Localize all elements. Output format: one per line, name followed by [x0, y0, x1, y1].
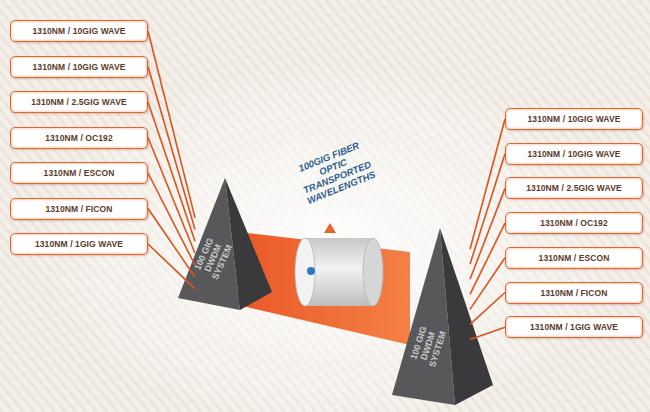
- signal-name: 1310NM / 10GIG WAVE: [528, 149, 621, 159]
- signal-line: [470, 258, 505, 310]
- logo-mark: [307, 267, 315, 275]
- signal-name: 1310NM / 2.5GIG WAVE: [526, 183, 621, 193]
- signal-tag: 1310NM / OC192: [505, 212, 643, 234]
- signal-tag: 1310NM / ESCON: [505, 247, 643, 269]
- signal-name: 1310NM / FICON: [45, 204, 112, 214]
- fiber-caption: 100GIG FIBER OPTIC TRANSPORTED WAVELENGT…: [285, 135, 385, 210]
- signal-line: [148, 31, 195, 218]
- signal-name: 1310NM / 10GIG WAVE: [33, 26, 126, 36]
- signal-tag: 1310NM / 1GIG WAVE: [505, 316, 643, 338]
- signal-line: [148, 102, 195, 241]
- cylinder-end: [295, 238, 315, 306]
- signal-name: 1310NM / 1GIG WAVE: [35, 239, 123, 249]
- cylinder-end: [363, 238, 383, 306]
- signal-line: [470, 188, 505, 279]
- signal-line: [470, 327, 505, 339]
- signal-name: 1310NM / ESCON: [44, 168, 115, 178]
- signal-tag: 1310NM / OC192: [10, 127, 148, 149]
- signal-name: 1310NM / 10GIG WAVE: [33, 62, 126, 72]
- signal-tag: 1310NM / 2.5GIG WAVE: [10, 91, 148, 113]
- signal-name: 1310NM / ESCON: [539, 253, 610, 263]
- dwdm-prism: 100 GIG DWDM SYSTEM: [195, 178, 272, 310]
- signal-line: [470, 293, 505, 325]
- signal-tag: 1310NM / 10GIG WAVE: [505, 108, 643, 130]
- signal-line: [148, 67, 195, 230]
- signal-line: [148, 244, 195, 289]
- signal-line: [470, 223, 505, 294]
- signal-line: [470, 154, 505, 265]
- signal-tag: 1310NM / ESCON: [10, 162, 148, 184]
- signal-line: [470, 119, 505, 249]
- signal-name: 1310NM / 10GIG WAVE: [528, 114, 621, 124]
- signal-tag: 1310NM / 2.5GIG WAVE: [505, 177, 643, 199]
- signal-tag: 1310NM / FICON: [505, 282, 643, 304]
- signal-tag: 1310NM / 10GIG WAVE: [10, 56, 148, 78]
- signal-line: [148, 138, 195, 254]
- signal-line: [148, 173, 195, 265]
- signal-name: 1310NM / FICON: [540, 288, 607, 298]
- signal-name: 1310NM / OC192: [45, 133, 113, 143]
- signal-tag: 1310NM / 1GIG WAVE: [10, 233, 148, 255]
- signal-tag: 1310NM / 10GIG WAVE: [505, 143, 643, 165]
- dwdm-prism: 100 GIG DWDM SYSTEM: [392, 228, 470, 405]
- signal-name: 1310NM / OC192: [540, 218, 608, 228]
- signal-tag: 1310NM / FICON: [10, 198, 148, 220]
- prism-face: [440, 228, 493, 405]
- signal-line: [148, 209, 195, 278]
- signal-tag: 1310NM / 10GIG WAVE: [10, 20, 148, 42]
- prism-outline: [392, 228, 470, 405]
- pointer-arrow: [324, 223, 336, 233]
- signal-name: 1310NM / 1GIG WAVE: [530, 322, 618, 332]
- signal-name: 1310NM / 2.5GIG WAVE: [31, 97, 126, 107]
